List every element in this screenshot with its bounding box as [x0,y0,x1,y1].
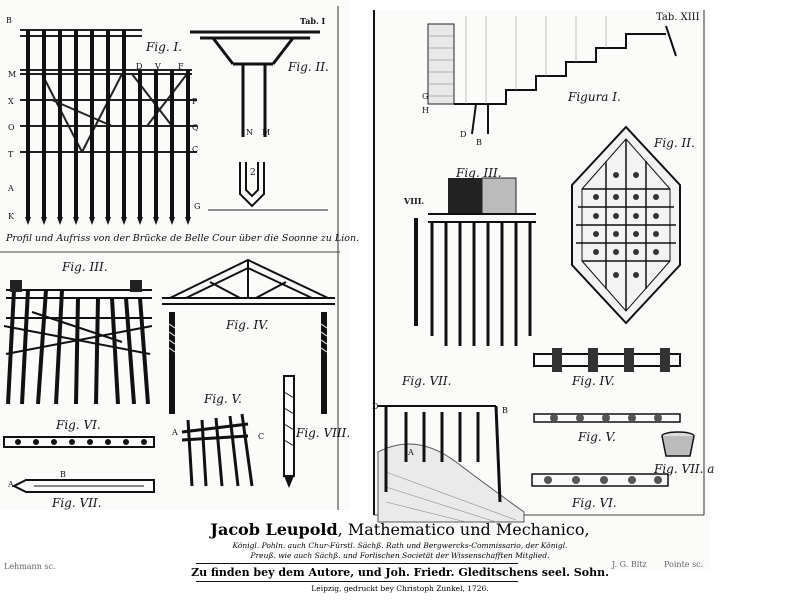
right-engraver-left: J. G. Bitz [612,560,647,569]
fig7-letter-D: D [372,402,379,411]
fig2-letter-M: M [262,128,271,137]
fig7-bank-piles-drawing [377,405,525,523]
figura1-letter-D: D [460,130,467,139]
fig1-letter-P: P [192,97,198,106]
author-title: , Mathematico und Mechanico, [337,520,590,539]
fig7-letter-A: A [408,448,414,457]
fig7-label: Fig. VII. [52,496,102,510]
fig5-label: Fig. V. [204,392,242,406]
fig4-truss-drawing [162,258,335,414]
imprint-line-1: Jacob Leupold, Mathematico und Mechanico… [0,520,800,539]
fig3-label: Fig. III. [62,260,108,274]
fig2-label: Fig. II. [288,60,329,74]
imprint-rule-bottom [196,581,518,582]
fig5-pile-frame-drawing [181,413,254,487]
fig1-letter-X: X [8,97,14,106]
fig2-label: Fig. II. [654,136,695,150]
fig1-letter-K: K [8,212,14,221]
fig1-letter-D: D [136,62,143,71]
author-name: Jacob Leupold [210,520,338,539]
fig7-letter-B: B [60,470,66,479]
fig7a-label: Fig. VII. a [654,462,715,476]
fig5-label: Fig. V. [578,430,616,444]
fig1-letter-T: T [8,150,14,159]
fig3-label: Fig. III. [456,166,502,180]
figura1-stepped-foundation-drawing [427,16,677,135]
fig2-inset-number: 2 [250,168,256,178]
figura1-letter-H: H [422,106,429,115]
left-plate-number: Tab. I [300,16,326,26]
fig6-beam-drawing [3,436,155,448]
fig1-letter-F: F [178,62,184,71]
imprint-rule-top [196,563,518,564]
fig5-beam-drawing [533,413,681,423]
imprint-line-3: Preuß. wie auch Sächß. und Forlischen So… [250,551,550,560]
fig1-letter-V: V [155,62,161,71]
fig4-beam-drawing [533,348,681,372]
fig1-piles [26,30,190,217]
figura1-letter-B: B [476,138,482,147]
fig5-letter-C: C [258,432,265,441]
figura1-label: Figura I. [568,90,621,104]
fig2-pier-cap-drawing [190,30,328,211]
fig1-letter-Q: Q [192,123,199,132]
fig8-post-drawing [283,375,295,488]
bridge-caption: Profil und Aufriss von der Brücke de Bel… [6,233,360,244]
fig7a-tub-drawing [661,431,695,457]
right-plate-number: Tab. XIII [656,12,700,23]
imprint-line-5: Leipzig, gedruckt bey Christoph Zunkel, … [311,584,489,593]
fig6-beam-drawing [531,473,669,487]
figura1-letter-G: G [422,92,429,101]
fig1-label: Fig. I. [146,40,183,54]
fig2-letter-N: N [246,128,253,137]
imprint-line-4: Zu finden bey dem Autore, und Joh. Fried… [191,566,609,579]
fig8-roman-label: VIII. [404,196,425,206]
fig7-label: Fig. VII. [402,374,452,388]
fig7-letter-B: B [502,406,508,415]
fig8-label: Fig. VIII. [296,426,351,440]
corner-letter: B [6,16,12,25]
fig2-diamond-grillage-drawing [571,125,681,325]
fig1-letter-M: M [8,70,17,79]
fig5-letter-A: A [172,428,178,437]
left-plate-border [0,6,340,510]
left-engraver-note: Lehmann sc. [4,562,56,571]
fig1-letter-C: C [192,145,199,154]
fig4-label: Fig. IV. [226,318,269,332]
fig3-cofferdam-drawing [414,177,536,346]
imprint-line-2: Königl. Pohln. auch Chur-Fürstl. Sächß. … [232,541,568,550]
right-plate: Tab. XIII Figura I. G H D B [368,10,714,570]
fig1-bridge-elevation-drawing [20,29,197,225]
right-engraver-right: Pointe sc. [664,560,704,569]
fig7-letter-A: A [8,480,14,489]
fig7-pointed-beam-drawing [11,479,155,493]
left-plate: B Tab. I [0,0,359,571]
fig6-label: Fig. VI. [56,418,101,432]
fig1-letter-G: G [194,202,201,211]
fig4-label: Fig. IV. [572,374,615,388]
fig3-trestle-drawing [3,280,153,405]
fig1-letter-A: A [8,184,14,193]
fig1-letter-O: O [8,123,15,132]
fig6-label: Fig. VI. [572,496,617,510]
